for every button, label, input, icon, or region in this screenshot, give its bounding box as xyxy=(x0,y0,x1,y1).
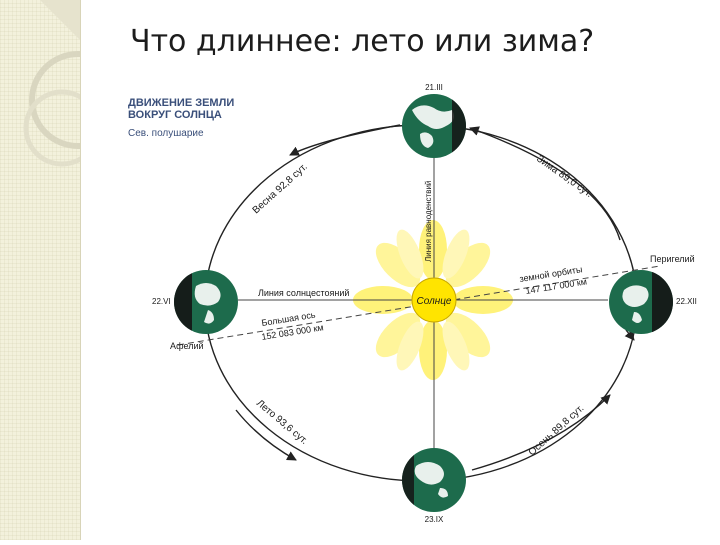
solstice-line-label: Линия солнцестояний xyxy=(258,288,349,298)
globe-top xyxy=(402,94,466,158)
season-autumn: Осень 89,8 сут. xyxy=(527,403,587,458)
globe-right xyxy=(609,270,673,334)
decorative-left-band xyxy=(0,0,127,540)
arrow-autumn xyxy=(471,394,611,471)
aphelion-label: Афелий xyxy=(170,341,204,351)
globe-bottom xyxy=(402,448,466,512)
date-top: 21.III xyxy=(425,83,443,92)
hemisphere-label: Сев. полушарие xyxy=(128,128,204,139)
perihelion-label: Перигелий xyxy=(650,254,695,264)
sun-label: Солнце xyxy=(417,296,452,307)
sun xyxy=(411,277,457,323)
arrow-winter xyxy=(469,126,621,241)
date-bottom: 23.IX xyxy=(425,515,444,524)
season-winter: Зима 89,0 сут. xyxy=(534,153,594,199)
equinox-line-label: Линия равноденствий xyxy=(424,181,433,262)
date-left: 22.VI xyxy=(152,297,171,306)
date-right: 22.XII xyxy=(676,297,697,306)
arrow-spring xyxy=(289,124,401,156)
season-spring: Весна 92,8 сут. xyxy=(251,161,310,216)
slide-title: Что длиннее: лето или зима? xyxy=(130,24,595,59)
arrow-autumn-end xyxy=(624,329,635,341)
diagram-header-line2: ВОКРУГ СОЛНЦА xyxy=(128,109,222,121)
diagram-header: ДВИЖЕНИЕ ЗЕМЛИ ВОКРУГ СОЛНЦА xyxy=(128,97,234,121)
arrow-summer xyxy=(235,409,297,461)
diagram-header-line1: ДВИЖЕНИЕ ЗЕМЛИ xyxy=(128,97,235,109)
globe-left xyxy=(174,270,238,334)
